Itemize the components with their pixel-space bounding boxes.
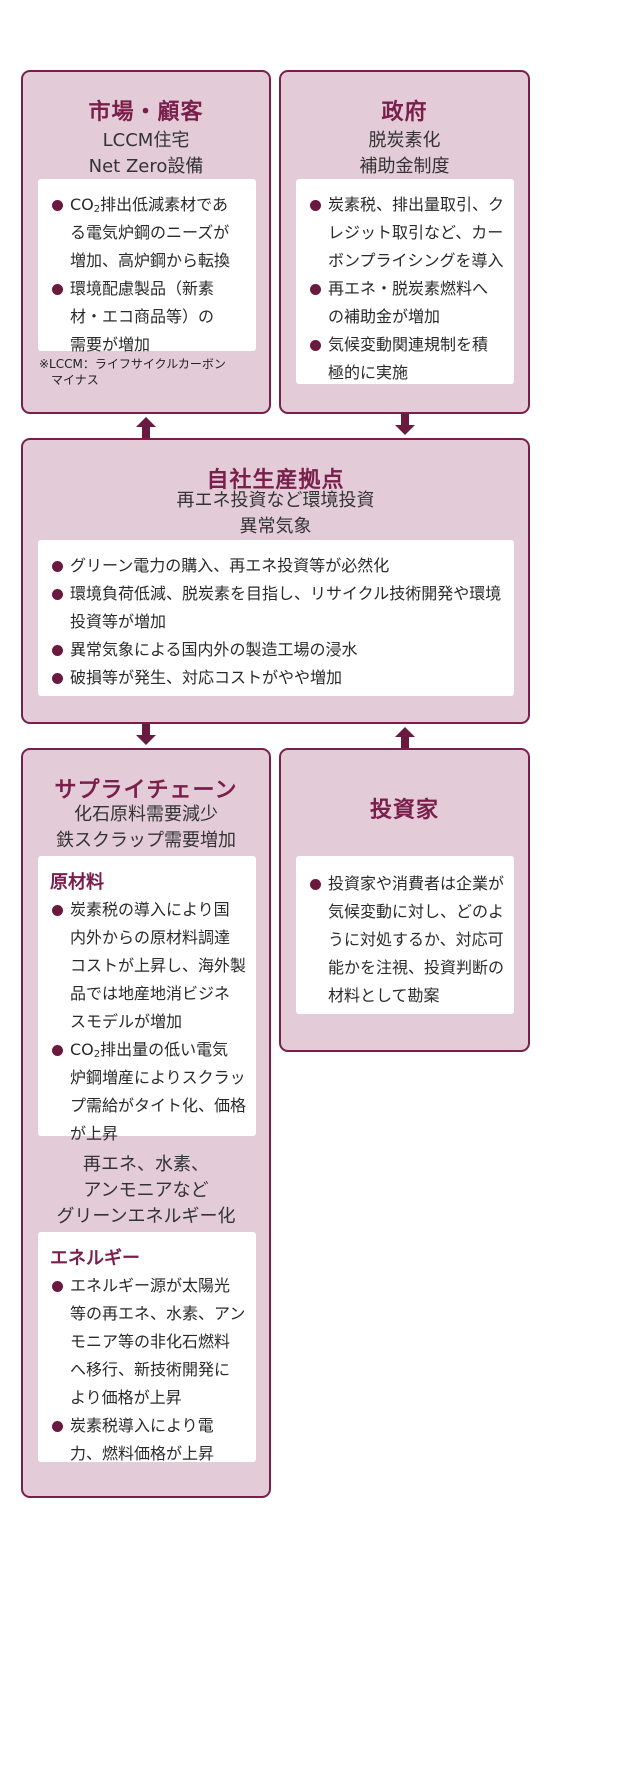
materials-bullet: 炭素税の導入により国 内外からの原材料調達 コストが上昇し、海外製 品では地産地…: [50, 896, 248, 1036]
energy-heading: エネルギー: [50, 1248, 140, 1269]
arrow-down-icon: [395, 414, 415, 435]
investors-title: 投資家: [369, 798, 439, 823]
supply-chain-title: サプライチェーン: [54, 778, 238, 803]
government-panel: 政府 脱炭素化 補助金制度 炭素税、排出量取引、ク レジット取引など、カー ボン…: [279, 70, 530, 414]
government-bullet: 気候変動関連規制を積 極的に実施: [308, 331, 506, 387]
own-site-subtitle: 再エネ投資など環境投資 異常気象: [176, 490, 375, 537]
own-site-panel: 自社生産拠点 再エネ投資など環境投資 異常気象 グリーン電力の購入、再エネ投資等…: [21, 438, 530, 724]
government-box: 炭素税、排出量取引、ク レジット取引など、カー ボンプライシングを導入 再エネ・…: [296, 179, 514, 384]
energy-box: エネルギー エネルギー源が太陽光 等の再エネ、水素、アン モニア等の非化石燃料 …: [38, 1232, 256, 1463]
energy-bullet-list: エネルギー源が太陽光 等の再エネ、水素、アン モニア等の非化石燃料 へ移行、新技…: [50, 1272, 248, 1468]
energy-caption: 再エネ、水素、 アンモニアなど グリーンエネルギー化: [56, 1154, 236, 1227]
market-box: CO2排出低減素材であ る電気炉鋼のニーズが 増加、高炉鋼から転換 環境配慮製品…: [38, 179, 256, 354]
market-bullet: CO2排出低減素材であ る電気炉鋼のニーズが 増加、高炉鋼から転換: [50, 191, 246, 275]
investors-bullet: 投資家や消費者は企業が 気候変動に対し、どのよ うに対処するか、対応可 能かを注…: [308, 870, 508, 1010]
own-site-bullet: 環境負荷低減、脱炭素を目指し、リサイクル技術開発や環境 投資等が増加: [50, 580, 504, 636]
materials-bullet: CO2排出量の低い電気 炉鋼増産によりスクラッ プ需給がタイト化、価格 が上昇: [50, 1036, 248, 1148]
own-site-bullet-list: グリーン電力の購入、再エネ投資等が必然化 環境負荷低減、脱炭素を目指し、リサイク…: [50, 552, 504, 692]
market-subtitle-line: LCCM住宅: [102, 130, 190, 151]
own-site-title: 自社生産拠点: [206, 468, 345, 493]
market-title: 市場・顧客: [88, 100, 204, 125]
investors-bullet-list: 投資家や消費者は企業が 気候変動に対し、どのよ うに対処するか、対応可 能かを注…: [308, 870, 508, 1010]
own-site-box: グリーン電力の購入、再エネ投資等が必然化 環境負荷低減、脱炭素を目指し、リサイク…: [38, 540, 514, 696]
government-bullet: 炭素税、排出量取引、ク レジット取引など、カー ボンプライシングを導入: [308, 191, 506, 275]
government-subtitle: 脱炭素化 補助金制度: [359, 130, 450, 177]
investors-panel: 投資家 投資家や消費者は企業が 気候変動に対し、どのよ うに対処するか、対応可 …: [279, 748, 530, 1052]
bullet-line: る電気炉鋼のニーズが: [70, 223, 230, 242]
market-subtitle: LCCM住宅 Net Zero設備: [23, 128, 269, 180]
arrow-up-icon: [395, 727, 415, 748]
supply-chain-panel: サプライチェーン 化石原料需要減少 鉄スクラップ需要増加 原材料 炭素税の導入に…: [21, 748, 271, 1498]
market-bullet: 環境配慮製品（新素 材・エコ商品等）の 需要が増加: [50, 275, 246, 359]
own-site-bullet: グリーン電力の購入、再エネ投資等が必然化: [50, 552, 504, 580]
bullet-line: 増加、高炉鋼から転換: [70, 251, 231, 270]
market-subtitle-line: Net Zero設備: [88, 156, 204, 177]
materials-heading: 原材料: [50, 872, 104, 893]
market-footnote: ※LCCM：ライフサイクルカーボン マイナス: [39, 357, 226, 387]
government-bullet: 再エネ・脱炭素燃料へ の補助金が増加: [308, 275, 506, 331]
supply-chain-subtitle: 化石原料需要減少 鉄スクラップ需要増加: [56, 804, 236, 851]
energy-bullet: エネルギー源が太陽光 等の再エネ、水素、アン モニア等の非化石燃料 へ移行、新技…: [50, 1272, 248, 1412]
market-bullet-list: CO2排出低減素材であ る電気炉鋼のニーズが 増加、高炉鋼から転換 環境配慮製品…: [50, 191, 246, 359]
market-panel: 市場・顧客 LCCM住宅 Net Zero設備 CO2排出低減素材であ る電気炉…: [21, 70, 271, 414]
arrow-down-icon: [136, 724, 156, 745]
materials-bullet-list: 炭素税の導入により国 内外からの原材料調達 コストが上昇し、海外製 品では地産地…: [50, 896, 248, 1148]
materials-box: 原材料 炭素税の導入により国 内外からの原材料調達 コストが上昇し、海外製 品で…: [38, 856, 256, 1143]
investors-box: 投資家や消費者は企業が 気候変動に対し、どのよ うに対処するか、対応可 能かを注…: [296, 856, 514, 1014]
government-title: 政府: [381, 100, 428, 125]
bullet-line: CO2排出低減素材であ: [70, 195, 228, 215]
bullet-line: 材・エコ商品等）の: [70, 307, 215, 326]
own-site-bullet: 破損等が発生、対応コストがやや増加: [50, 664, 504, 692]
bullet-line: 環境配慮製品（新素: [70, 279, 215, 298]
arrow-up-icon: [136, 417, 156, 438]
energy-bullet: 炭素税導入により電 力、燃料価格が上昇: [50, 1412, 248, 1468]
bullet-line: 需要が増加: [70, 335, 151, 354]
government-bullet-list: 炭素税、排出量取引、ク レジット取引など、カー ボンプライシングを導入 再エネ・…: [308, 191, 506, 387]
own-site-bullet: 異常気象による国内外の製造工場の浸水: [50, 636, 504, 664]
